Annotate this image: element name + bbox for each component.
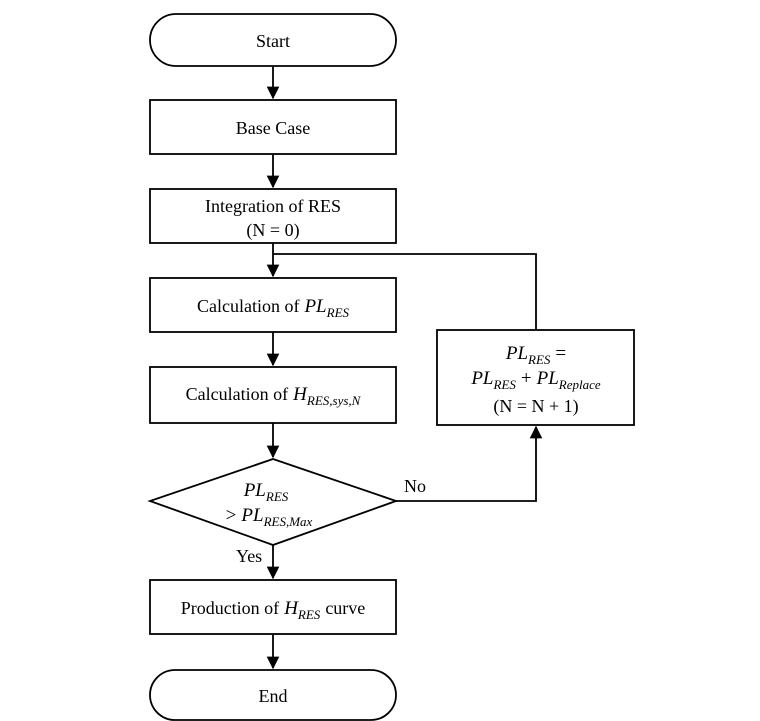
production-sub: RES [297, 607, 321, 622]
integration-box: Integration of RES (N = 0) [149, 188, 397, 244]
base-case-label: Base Case [236, 118, 310, 138]
update-rhs-var2: PL [536, 368, 559, 389]
calc-h-sub: RES,sys,N [306, 393, 362, 408]
decision-line1: PLRES [243, 480, 289, 504]
update-box: PLRES= PLRES+PLReplace (N = N + 1) [436, 329, 635, 426]
loop-back-line [273, 253, 537, 330]
base-case-box: Base Case [149, 99, 397, 155]
calc-pl-prefix: Calculation of [197, 296, 299, 316]
decision-line2: >PLRES,Max [226, 505, 313, 529]
decision-diamond: PLRES >PLRES,Max [147, 458, 399, 546]
update-line2: PLRES+PLReplace [470, 368, 601, 392]
calc-h-prefix: Calculation of [186, 384, 288, 404]
arrow-decision-no [396, 425, 543, 502]
update-plus: + [521, 368, 532, 389]
update-rhs-sub2: Replace [558, 377, 601, 392]
connectors [266, 66, 543, 670]
update-eq: = [555, 343, 566, 364]
decision-var2: PL [240, 505, 263, 526]
decision-sub1: RES [265, 489, 289, 504]
calc-pl-sub: RES [326, 305, 350, 320]
decision-op: > [226, 505, 237, 526]
production-var: H [283, 598, 299, 619]
calc-h-var: H [292, 384, 308, 405]
edge-no-label: No [404, 476, 426, 496]
end-terminal: End [149, 669, 397, 721]
end-label: End [259, 686, 288, 706]
production-prefix: Production of [181, 598, 280, 618]
decision-var1: PL [243, 480, 266, 501]
update-rhs-var1: PL [470, 368, 493, 389]
update-lhs-sub: RES [527, 352, 551, 367]
update-lhs-var: PL [505, 343, 528, 364]
production-suffix: curve [325, 598, 365, 618]
integration-counter: (N = 0) [246, 220, 299, 241]
calc-pl-var: PL [303, 296, 326, 317]
update-rhs-sub1: RES [493, 377, 517, 392]
integration-label: Integration of RES [205, 196, 341, 216]
update-line1: PLRES = [505, 343, 566, 367]
update-counter: (N = N + 1) [493, 396, 578, 417]
start-terminal: Start [149, 13, 397, 67]
edge-yes-label: Yes [236, 546, 262, 566]
start-label: Start [256, 31, 290, 51]
decision-sub2: RES,Max [263, 514, 313, 529]
